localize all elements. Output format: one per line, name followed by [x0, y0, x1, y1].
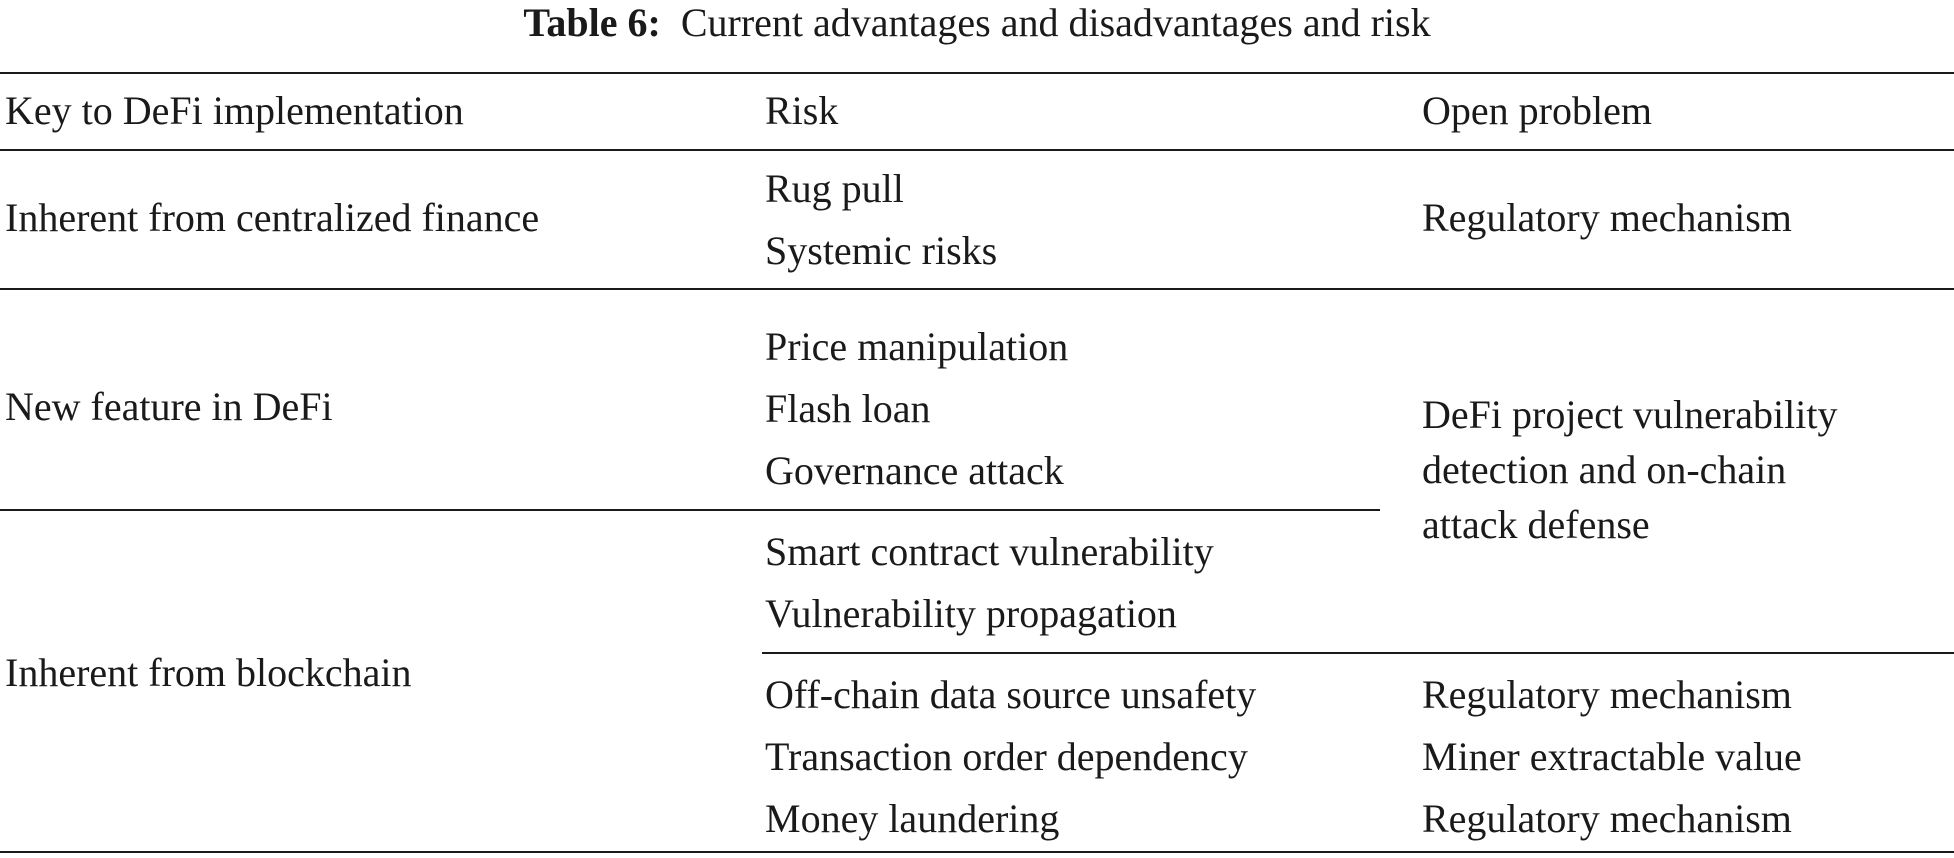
- table-label: Table 6:: [523, 0, 661, 45]
- merged-problem-line: detection and on-chain: [1422, 447, 1787, 492]
- row1-risks: Rug pull Systemic risks: [765, 158, 997, 282]
- header-rule: [0, 149, 1954, 151]
- risk-item: Off-chain data source unsafety: [765, 672, 1257, 717]
- risk-item: Flash loan: [765, 386, 931, 431]
- row3-risks-extra: Off-chain data source unsafety Transacti…: [765, 664, 1256, 850]
- risk-item: Money laundering: [765, 796, 1060, 841]
- header-open-problem: Open problem: [1422, 88, 1652, 133]
- row2-key: New feature in DeFi: [5, 384, 333, 429]
- row1-problem: Regulatory mechanism: [1422, 195, 1792, 240]
- header-risk: Risk: [765, 88, 839, 133]
- table-caption: Table 6: Current advantages and disadvan…: [0, 0, 1954, 46]
- risk-item: Vulnerability propagation: [765, 591, 1177, 636]
- top-rule: [0, 72, 1954, 74]
- problem-item: Miner extractable value: [1422, 734, 1802, 779]
- merged-problem-line: DeFi project vulnerability: [1422, 392, 1838, 437]
- risk-item: Price manipulation: [765, 324, 1069, 369]
- row2-risks: Price manipulation Flash loan Governance…: [765, 316, 1068, 502]
- risk-item: Rug pull: [765, 166, 904, 211]
- risk-item: Systemic risks: [765, 228, 998, 273]
- problem-item: Regulatory mechanism: [1422, 796, 1792, 841]
- row3-risks: Smart contract vulnerability Vulnerabili…: [765, 521, 1214, 645]
- row1-key: Inherent from centralized finance: [5, 195, 540, 240]
- header-key: Key to DeFi implementation: [5, 88, 464, 133]
- row3-partial-rule: [762, 652, 1954, 654]
- merged-problem-line: attack defense: [1422, 502, 1650, 547]
- risk-item: Transaction order dependency: [765, 734, 1248, 779]
- bottom-rule: [0, 851, 1954, 853]
- row3-key: Inherent from blockchain: [5, 650, 412, 695]
- row2-partial-rule: [0, 509, 1380, 511]
- table-title: Current advantages and disadvantages and…: [680, 0, 1431, 45]
- row1-rule: [0, 288, 1954, 290]
- risk-item: Smart contract vulnerability: [765, 529, 1214, 574]
- merged-problem: DeFi project vulnerability detection and…: [1422, 387, 1837, 552]
- risk-item: Governance attack: [765, 448, 1064, 493]
- row3-problems-extra: Regulatory mechanism Miner extractable v…: [1422, 664, 1802, 850]
- problem-item: Regulatory mechanism: [1422, 672, 1792, 717]
